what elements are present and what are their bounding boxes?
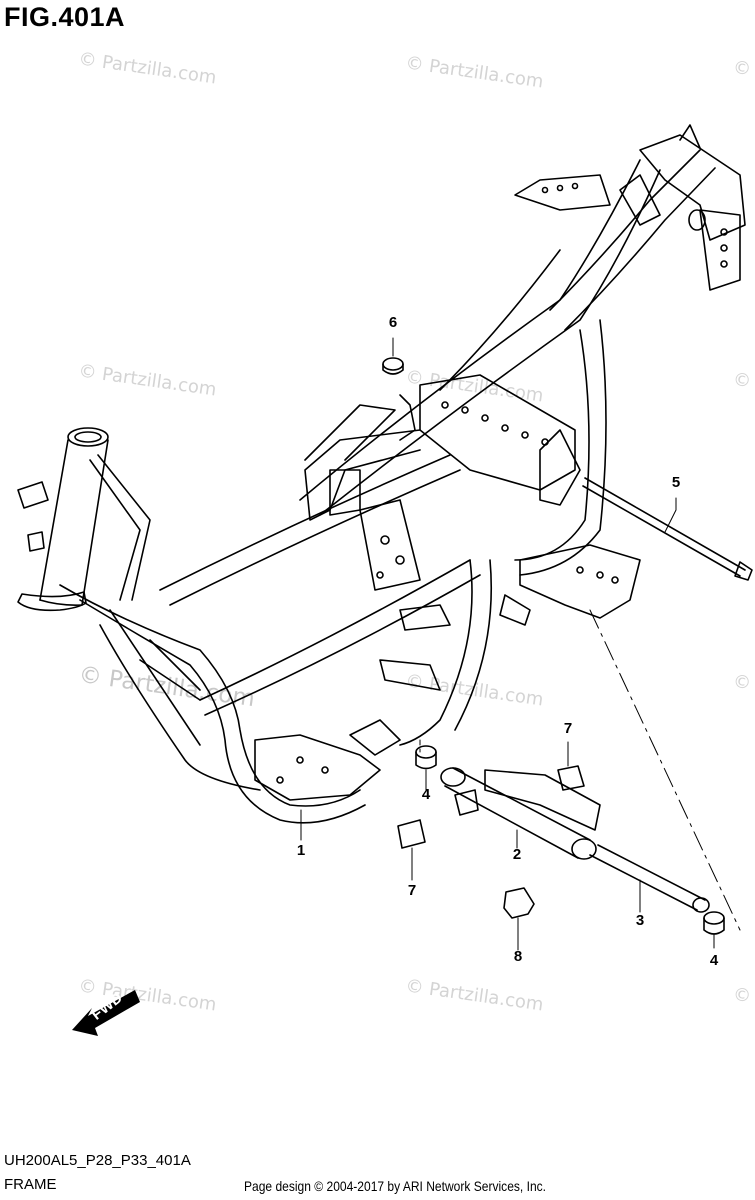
callout-5: 5 — [671, 474, 681, 491]
fwd-arrow-icon — [72, 990, 140, 1036]
callout-4: 4 — [709, 952, 719, 969]
head-pipe — [17, 427, 109, 612]
pad-7 — [397, 765, 585, 849]
callout-2: 2 — [512, 846, 522, 863]
figure-title: FIG.401A — [4, 2, 126, 32]
callout-7: 7 — [407, 882, 417, 899]
step-bracket — [499, 544, 641, 626]
lower-brackets — [254, 604, 451, 801]
bushing-4 — [415, 745, 725, 935]
callout-7: 7 — [563, 720, 573, 737]
callout-1: 1 — [296, 842, 306, 859]
pipe-3 — [589, 844, 710, 913]
alignment-line — [589, 609, 741, 931]
callout-4: 4 — [421, 786, 431, 803]
section-name: FRAME — [4, 1176, 57, 1193]
callout-3: 3 — [635, 912, 645, 929]
center-bracket — [304, 374, 581, 591]
main-frame-tubes — [59, 149, 716, 824]
footer-copyright: Page design © 2004-2017 by ARI Network S… — [244, 1178, 547, 1194]
crossmember-2 — [440, 767, 601, 860]
callout-8: 8 — [513, 948, 523, 965]
callout-6: 6 — [388, 314, 398, 331]
long-bolt-5 — [582, 477, 753, 581]
nut-6 — [382, 357, 404, 375]
clip-8 — [503, 887, 535, 919]
figure-code: UH200AL5_P28_P33_401A — [4, 1152, 191, 1169]
leader-lines — [300, 337, 715, 951]
rear-bracket — [514, 124, 746, 291]
